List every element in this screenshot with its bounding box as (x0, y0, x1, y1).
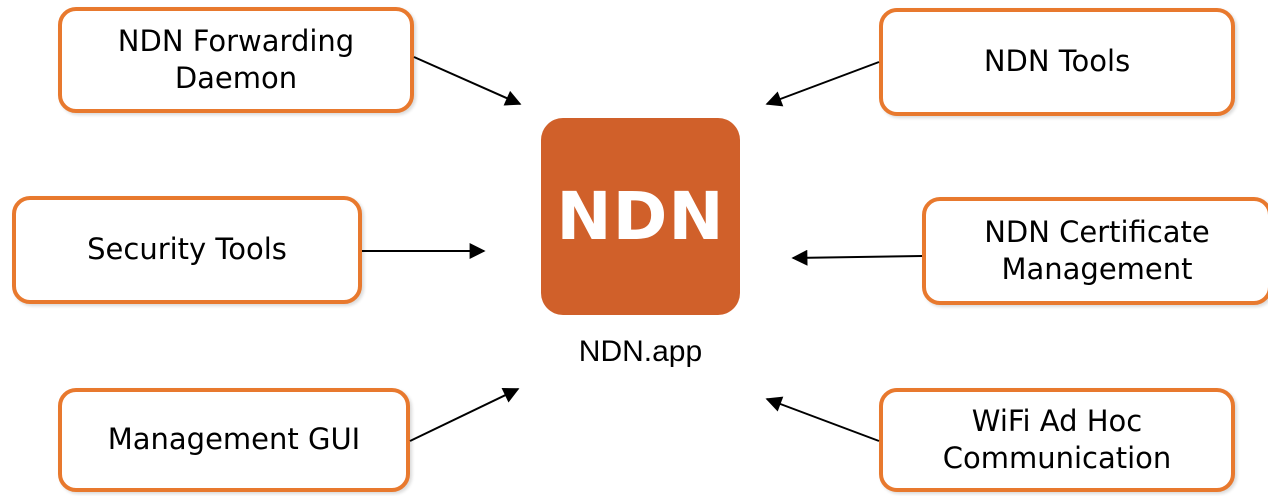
security-tools-box: Security Tools (12, 196, 362, 304)
forwarding-daemon-box: NDN Forwarding Daemon (58, 7, 414, 113)
certificate-management-box: NDN Certificate Management (922, 197, 1268, 305)
security-tools-label: Security Tools (87, 232, 287, 267)
wifi-adhoc-label: WiFi Ad Hoc Communication (942, 403, 1172, 475)
management-gui-label: Management GUI (107, 422, 361, 457)
certificate-management-label: NDN Certificate Management (984, 214, 1210, 286)
arrow-certificate-management (791, 249, 923, 266)
arrow-forwarding-daemon (413, 56, 522, 106)
ndn-tools-label: NDN Tools (983, 44, 1131, 79)
wifi-adhoc-box: WiFi Ad Hoc Communication (879, 388, 1235, 492)
ndn-app-icon: NDN (541, 118, 740, 315)
arrow-wifi-adhoc (765, 396, 880, 442)
forwarding-daemon-label: NDN Forwarding Daemon (117, 23, 355, 95)
arrow-ndn-tools (765, 61, 880, 107)
ndn-app-name: NDN.app (578, 335, 703, 368)
ndn-app-icon-text: NDN (556, 178, 725, 255)
ndn-tools-box: NDN Tools (879, 8, 1235, 116)
management-gui-box: Management GUI (58, 388, 410, 492)
arrow-management-gui (409, 388, 520, 442)
